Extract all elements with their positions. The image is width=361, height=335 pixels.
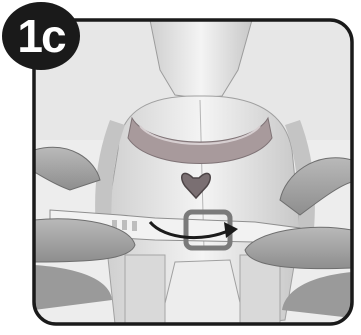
photo-area	[34, 20, 352, 325]
step-label: 1c	[17, 9, 64, 63]
step-badge: 1c	[2, 2, 80, 70]
